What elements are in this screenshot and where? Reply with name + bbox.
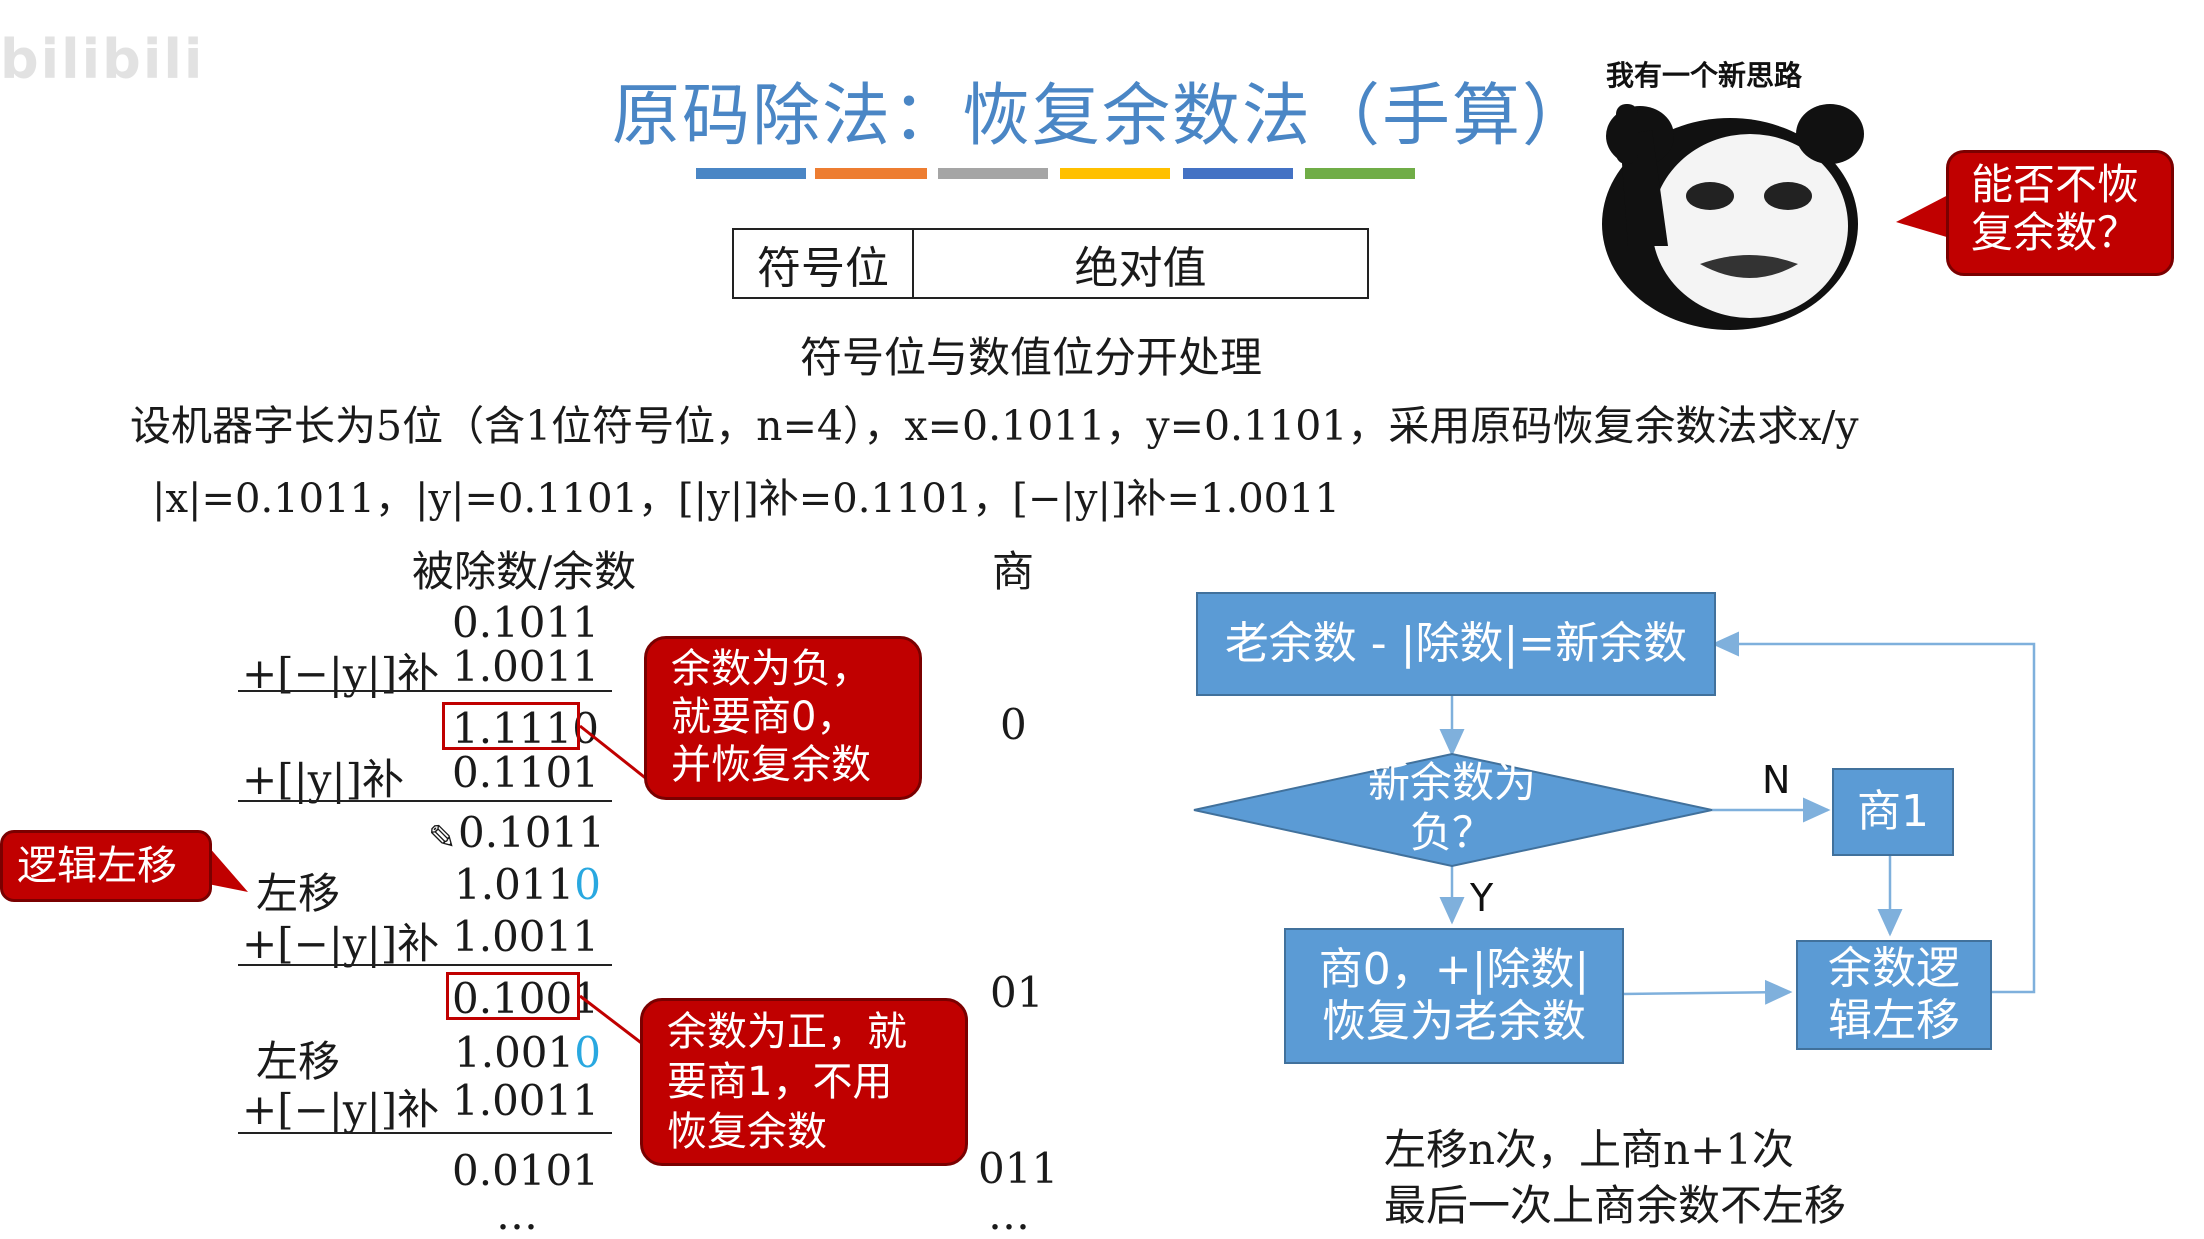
flow-quotient-1: 商1: [1832, 768, 1954, 856]
quotient-ellipsis: …: [988, 1190, 1030, 1239]
quotient-1: 0: [1000, 700, 1027, 749]
op-add-neg-y-3: +[−|y|]补: [242, 1085, 440, 1134]
q0-line-1: 商0，+|除数|: [1318, 944, 1590, 996]
pos-callout-line-1: 余数为正，就: [667, 1009, 907, 1055]
restored-remainder: 0.1011: [458, 808, 605, 857]
flow-decision-text: 新余数为 负？: [1290, 758, 1614, 859]
sum-line-2: [238, 800, 612, 802]
sum-line-1: [238, 690, 612, 692]
pos-y-value: 0.1101: [452, 748, 599, 797]
shifted-remainder-2-main: 1.001: [454, 1028, 575, 1077]
title-bar-4: [1060, 168, 1170, 179]
flow-step-subtract: 老余数 - |除数|=新余数: [1196, 592, 1716, 696]
problem-statement: 设机器字长为5位（含1位符号位，n=4），x=0.1011，y=0.1101，采…: [130, 402, 1859, 450]
remainder-2: 0.1001: [452, 974, 599, 1023]
slide-title: 原码除法：恢复余数法（手算）: [611, 77, 1592, 156]
pen-cursor-icon: ✎: [428, 818, 457, 858]
dividend-remainder-header: 被除数/余数: [412, 547, 637, 596]
shift-line-1: 余数逻: [1828, 943, 1960, 995]
arrow-shift-loop-back: [1711, 631, 2036, 994]
pos-callout-connector: [579, 994, 649, 1050]
positive-remainder-callout: 余数为正，就 要商1，不用 恢复余数: [640, 998, 968, 1166]
shifted-remainder-1-tail: 0: [574, 860, 601, 909]
op-add-neg-y-1: +[−|y|]补: [242, 649, 440, 698]
neg-callout-line-3: 并恢复余数: [671, 742, 871, 788]
absolute-value-cell: 绝对值: [1074, 242, 1207, 294]
remainder-1-highlight: [442, 702, 580, 750]
title-bar-6: [1305, 168, 1415, 179]
neg-y-value-1: 1.0011: [452, 642, 599, 691]
arrow-q0-to-shift: [1621, 979, 1793, 1005]
op-add-neg-y-2: +[−|y|]补: [242, 919, 440, 968]
neg-callout-line-2: 就要商0，: [671, 694, 857, 740]
note-line-1: 左移n次，上商n+1次: [1384, 1125, 1795, 1174]
remainder-1: 1.1110: [452, 704, 599, 753]
neg-y-value-3: 1.0011: [452, 1076, 599, 1125]
note-line-2: 最后一次上商余数不左移: [1384, 1181, 1847, 1230]
bilibili-watermark: bilibili: [0, 28, 205, 91]
decision-line-2: 负？: [1409, 808, 1494, 858]
format-caption: 符号位与数值位分开处理: [800, 333, 1263, 382]
flow-quotient-0-restore: 商0，+|除数| 恢复为老余数: [1284, 928, 1624, 1064]
thought-line-2: 复余数？: [1971, 208, 2140, 258]
flow-no-label: N: [1762, 758, 1791, 802]
quotient-3: 011: [978, 1144, 1059, 1193]
calc-ellipsis: …: [496, 1190, 538, 1239]
shift-line-2: 辑左移: [1828, 995, 1960, 1046]
title-bar-5: [1183, 168, 1293, 179]
shift-callout-tail: [208, 846, 248, 892]
flow-logical-shift: 余数逻 辑左移: [1796, 940, 1992, 1050]
shifted-remainder-2: 1.0010: [454, 1028, 601, 1077]
quotient-header: 商: [992, 547, 1035, 596]
title-bar-2: [815, 168, 927, 179]
sign-bit-cell: 符号位: [734, 230, 914, 297]
sum-line-4: [238, 1132, 612, 1134]
pos-callout-line-2: 要商1，不用: [667, 1059, 893, 1105]
op-add-pos-y: +[|y|]补: [242, 755, 404, 804]
thought-callout-tail: [1896, 194, 1950, 238]
initial-dividend: 0.1011: [452, 598, 599, 647]
q0-line-2: 恢复为老余数: [1322, 996, 1586, 1047]
pos-callout-line-3: 恢复余数: [667, 1109, 827, 1155]
sign-magnitude-format-box: 符号位 绝对值: [732, 228, 1369, 299]
meme-caption: 我有一个新思路: [1606, 59, 1803, 92]
shifted-remainder-2-tail: 0: [574, 1028, 601, 1077]
sum-line-3: [238, 964, 612, 966]
title-bar-3: [938, 168, 1048, 179]
flow-yes-label: Y: [1470, 876, 1494, 920]
neg-y-value-2: 1.0011: [452, 912, 599, 961]
thought-callout: 能否不恢 复余数？: [1946, 150, 2174, 276]
remainder-3: 0.0101: [452, 1146, 599, 1195]
neg-callout-line-1: 余数为负，: [671, 646, 871, 692]
flow-decision-diamond: [1193, 752, 1713, 868]
shift-label-2: 左移: [256, 1037, 341, 1086]
shifted-remainder-1: 1.0110: [454, 860, 601, 909]
quotient-2: 01: [990, 968, 1044, 1017]
panda-meme-face-icon: [1602, 104, 1864, 330]
decision-line-1: 新余数为: [1367, 758, 1536, 807]
thought-line-1: 能否不恢: [1971, 160, 2140, 209]
negative-remainder-callout: 余数为负， 就要商0， 并恢复余数: [644, 636, 922, 800]
remainder-2-highlight: [446, 972, 580, 1020]
neg-callout-connector: [579, 724, 649, 782]
title-bar-1: [696, 168, 806, 179]
shifted-remainder-1-main: 1.011: [454, 860, 575, 909]
logical-shift-callout: 逻辑左移: [0, 830, 212, 902]
given-values: |x|=0.1011，|y|=0.1101，[|y|]补=0.1101，[−|y…: [152, 476, 1341, 522]
shift-label-1: 左移: [256, 869, 341, 918]
